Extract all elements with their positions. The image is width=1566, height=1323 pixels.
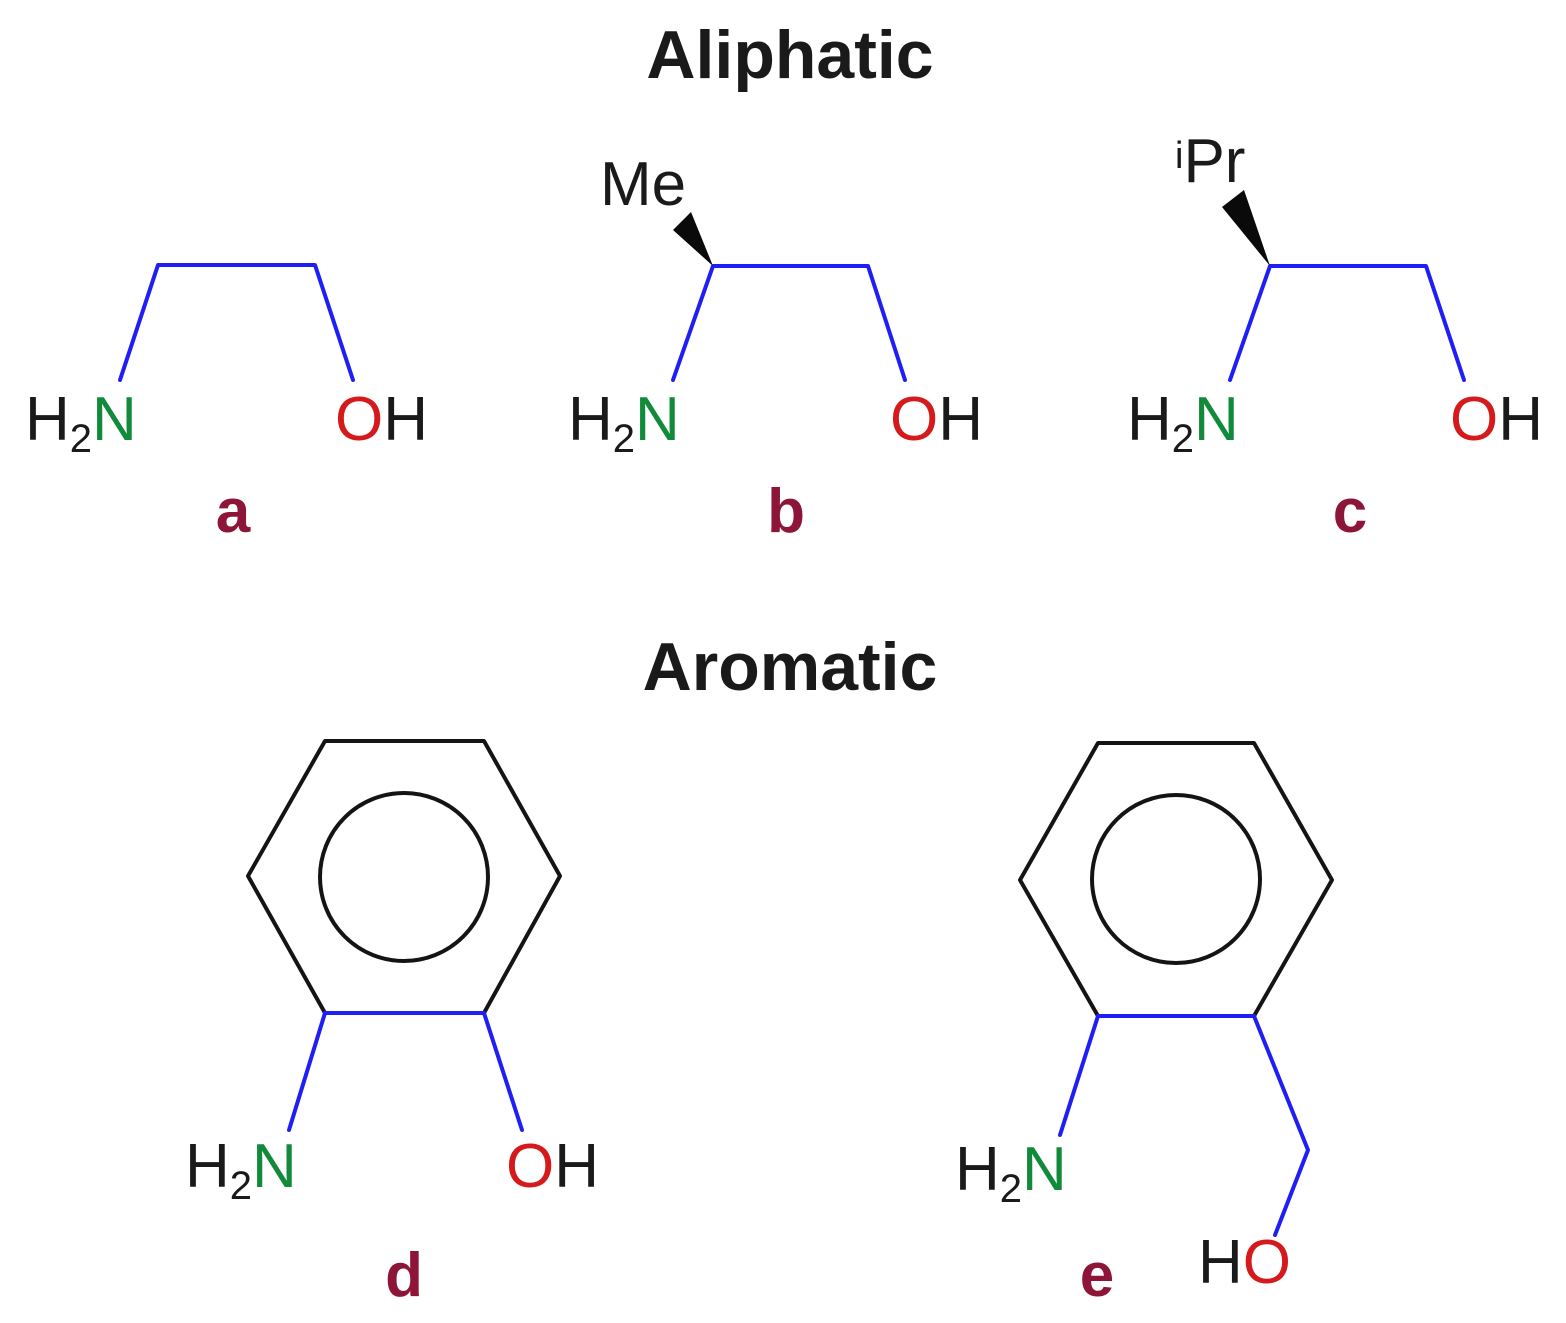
compound-c-chain — [1228, 264, 1466, 382]
compound-a: H2N OH a — [25, 263, 428, 546]
amine-n: N — [1194, 385, 1239, 454]
compound-label-d: d — [385, 1241, 423, 1310]
compound-a-amine: H2N — [25, 385, 137, 461]
isopropyl-pr: Pr — [1183, 127, 1245, 196]
compound-b: Me H2N OH b — [568, 150, 983, 546]
amine-h: H — [25, 385, 70, 454]
compound-label-a: a — [216, 477, 251, 546]
compound-b-wedge-bond — [673, 212, 713, 266]
hydroxyl-o: O — [1450, 385, 1498, 454]
compound-d: H2N OH d — [185, 739, 599, 1310]
amine-h: H — [955, 1135, 1000, 1204]
compound-e-amine: H2N — [955, 1135, 1067, 1211]
hydroxyl-o: O — [1243, 1228, 1291, 1297]
aromatic-heading: Aromatic — [643, 629, 938, 705]
hydroxyl-h: H — [938, 385, 983, 454]
compound-b-hydroxyl: OH — [890, 385, 983, 454]
compound-d-benzene-ring — [246, 739, 562, 1014]
hydroxyl-o: O — [335, 385, 383, 454]
compound-d-hydroxyl-bond — [482, 1011, 524, 1132]
compound-d-hydroxyl: OH — [506, 1132, 599, 1201]
compound-e-hydroxyl: HO — [1198, 1228, 1291, 1297]
hydroxyl-h: H — [383, 385, 428, 454]
amine-h: H — [568, 385, 613, 454]
hydroxyl-h: H — [1498, 385, 1543, 454]
compound-e-benzene-ring — [1018, 741, 1334, 1017]
compound-e: H2N HO e — [955, 741, 1334, 1310]
amine-subscript: 2 — [230, 1164, 252, 1208]
amine-n: N — [635, 385, 680, 454]
compound-label-c: c — [1333, 477, 1367, 546]
compound-e-aromatic-circle — [1090, 793, 1262, 965]
amine-subscript: 2 — [70, 417, 92, 461]
compound-e-amine-bond — [1058, 1014, 1100, 1137]
amine-n: N — [1022, 1135, 1067, 1204]
methyl-label: Me — [600, 150, 686, 219]
compound-b-amine: H2N — [568, 385, 680, 461]
compound-c: iPr H2N OH c — [1127, 127, 1543, 546]
compound-a-hydroxyl: OH — [335, 385, 428, 454]
compound-d-amine-bond — [287, 1011, 327, 1132]
compound-c-wedge-bond — [1222, 190, 1270, 266]
compound-a-chain — [118, 263, 355, 382]
aliphatic-heading: Aliphatic — [646, 17, 933, 93]
amine-subscript: 2 — [1172, 417, 1194, 461]
isopropyl-superscript: i — [1175, 135, 1183, 177]
amine-n: N — [252, 1132, 297, 1201]
compound-d-amine: H2N — [185, 1132, 297, 1208]
compound-d-aromatic-circle — [318, 791, 490, 963]
hydroxyl-h: H — [1198, 1228, 1243, 1297]
hydroxyl-o: O — [506, 1132, 554, 1201]
amine-h: H — [1127, 385, 1172, 454]
hydroxyl-h: H — [554, 1132, 599, 1201]
compound-label-b: b — [767, 477, 805, 546]
compound-c-amine: H2N — [1127, 385, 1239, 461]
compound-e-hydroxymethyl-bond — [1252, 1014, 1310, 1237]
amine-subscript: 2 — [613, 417, 635, 461]
amine-h: H — [185, 1132, 230, 1201]
compound-b-chain — [671, 264, 907, 382]
compound-c-hydroxyl: OH — [1450, 385, 1543, 454]
hydroxyl-o: O — [890, 385, 938, 454]
compound-label-e: e — [1080, 1241, 1114, 1310]
amine-subscript: 2 — [1000, 1167, 1022, 1211]
amine-n: N — [92, 385, 137, 454]
isopropyl-label: iPr — [1175, 127, 1245, 196]
